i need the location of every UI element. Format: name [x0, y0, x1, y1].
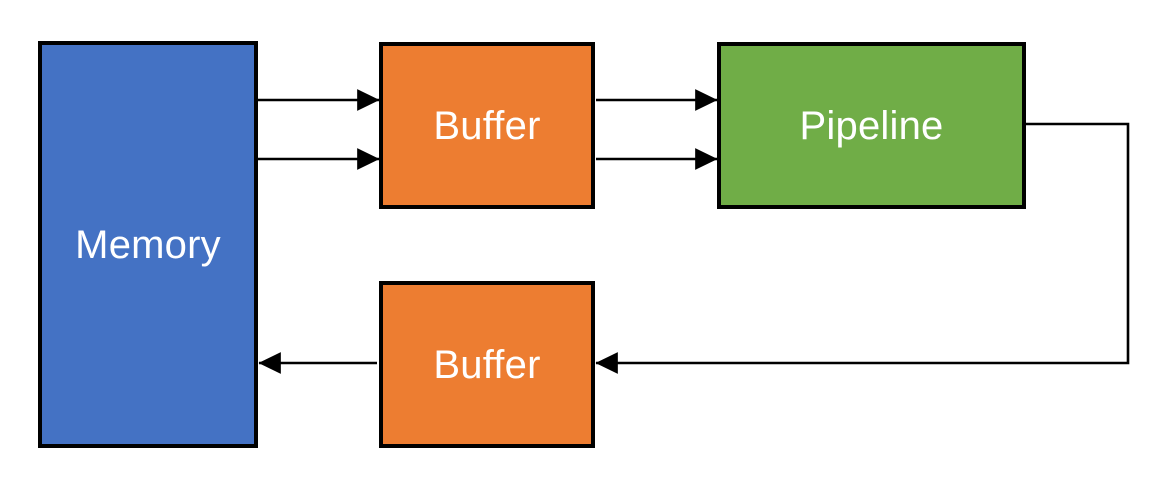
- node-memory[interactable]: Memory: [38, 41, 258, 448]
- node-memory-label: Memory: [75, 222, 221, 267]
- node-buffer-top[interactable]: Buffer: [379, 42, 595, 209]
- node-buffer-bottom-label: Buffer: [433, 342, 541, 387]
- node-pipeline-label: Pipeline: [799, 103, 944, 148]
- node-pipeline[interactable]: Pipeline: [717, 42, 1026, 209]
- node-buffer-top-label: Buffer: [433, 103, 541, 148]
- node-buffer-bottom[interactable]: Buffer: [379, 281, 595, 448]
- edge-pipeline-to-buffer-bottom-feedback: [595, 122, 1130, 374]
